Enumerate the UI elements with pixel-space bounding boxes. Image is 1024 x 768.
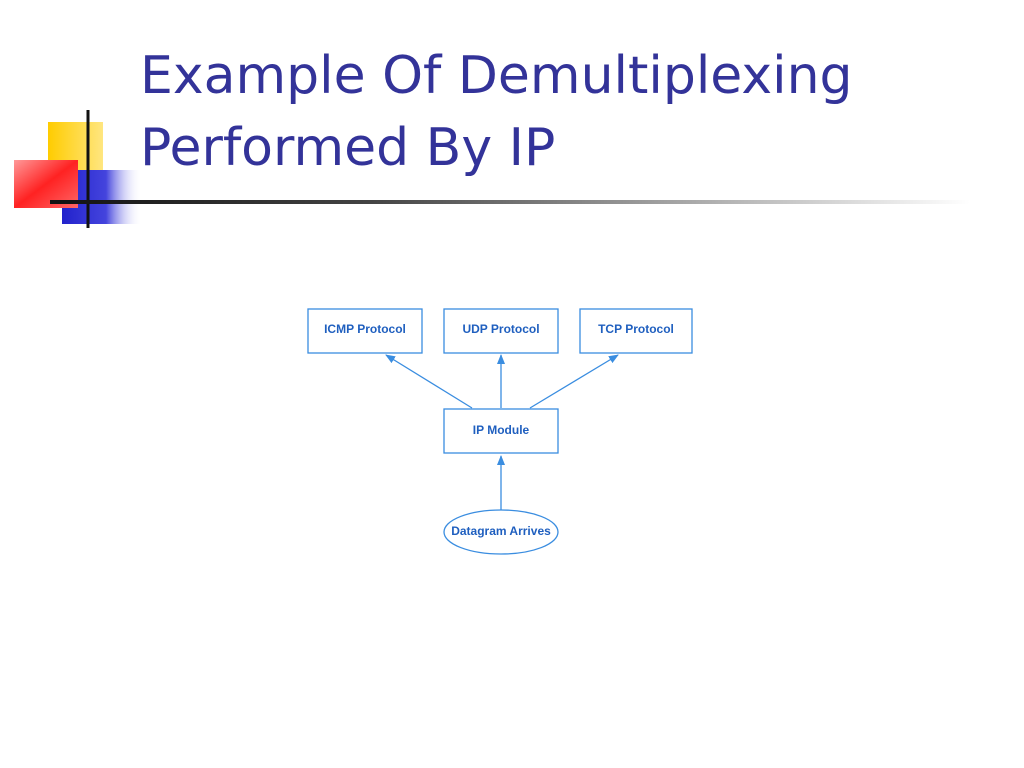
node-datagram-label: Datagram Arrives (451, 524, 551, 538)
node-udp: UDP Protocol (443, 308, 559, 354)
node-datagram-arrives: Datagram Arrives (443, 509, 559, 555)
title-line-2: Performed By IP (140, 118, 556, 178)
node-ip-module-box (443, 408, 559, 454)
corner-decoration (14, 110, 142, 228)
slide-title: Example Of Demultiplexing Performed By I… (140, 40, 853, 184)
node-tcp-label: TCP Protocol (598, 322, 674, 336)
edge-ip-to-tcp (529, 354, 619, 409)
node-datagram-ellipse (443, 509, 559, 555)
node-tcp: TCP Protocol (579, 308, 693, 354)
title-line-1: Example Of Demultiplexing (140, 46, 853, 106)
node-icmp: ICMP Protocol (307, 308, 423, 354)
title-underline (50, 200, 970, 204)
node-udp-label: UDP Protocol (462, 322, 539, 336)
node-ip-module: IP Module (443, 408, 559, 454)
node-udp-box (443, 308, 559, 354)
node-ip-module-label: IP Module (473, 423, 530, 437)
node-icmp-box (307, 308, 423, 354)
node-tcp-box (579, 308, 693, 354)
edge-ip-to-icmp (385, 354, 473, 409)
node-icmp-label: ICMP Protocol (324, 322, 406, 336)
